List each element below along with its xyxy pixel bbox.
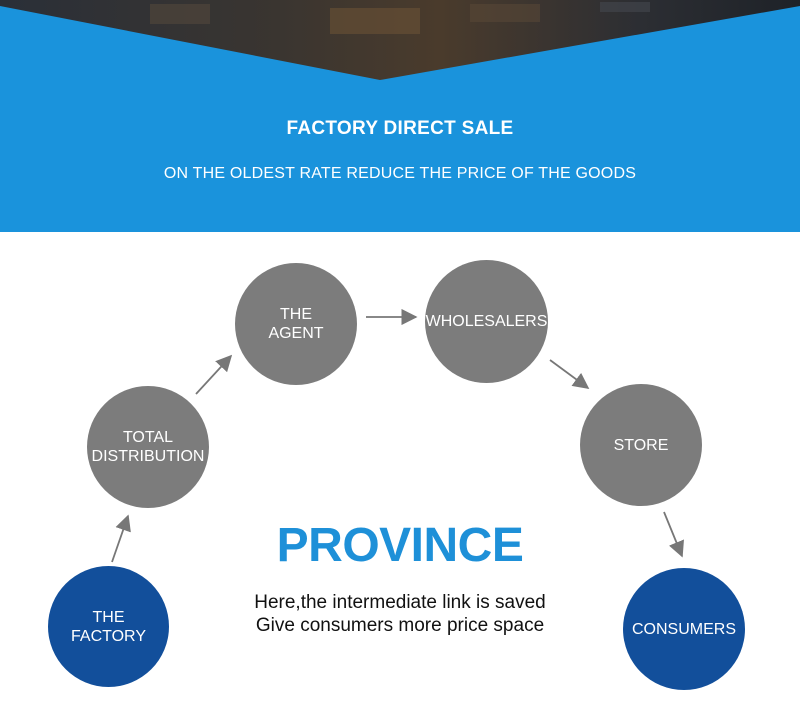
node-label: STORE	[613, 436, 669, 454]
saving-note-line-2: Give consumers more price space	[255, 615, 545, 636]
node-wholesalers: WHOLESALERS	[425, 260, 548, 383]
node-total-distribution: TOTAL DISTRIBUTION	[87, 386, 209, 508]
province-headline: PROVINCE	[276, 519, 524, 572]
node-label: THE AGENT	[268, 306, 324, 342]
node-label: THE FACTORY	[71, 608, 146, 645]
node-label: CONSUMERS	[631, 620, 736, 638]
header-banner: FACTORY DIRECT SALE ON THE OLDEST RATE R…	[0, 0, 800, 232]
banner-title: FACTORY DIRECT SALE	[286, 118, 514, 139]
node-label: WHOLESALERS	[425, 313, 548, 330]
saving-note-line-1: Here,the intermediate link is saved	[254, 592, 546, 613]
arrow-distribution-to-agent	[195, 354, 233, 395]
node-consumers: CONSUMERS	[623, 568, 745, 690]
arrow-wholesalers-to-store	[549, 359, 590, 389]
node-the-factory: THE FACTORY	[48, 566, 169, 687]
node-the-agent: THE AGENT	[235, 263, 357, 385]
node-label: TOTAL DISTRIBUTION	[91, 429, 205, 465]
warehouse-photo	[0, 0, 800, 80]
banner-subtitle: ON THE OLDEST RATE REDUCE THE PRICE OF T…	[163, 165, 637, 182]
node-store: STORE	[580, 384, 702, 506]
